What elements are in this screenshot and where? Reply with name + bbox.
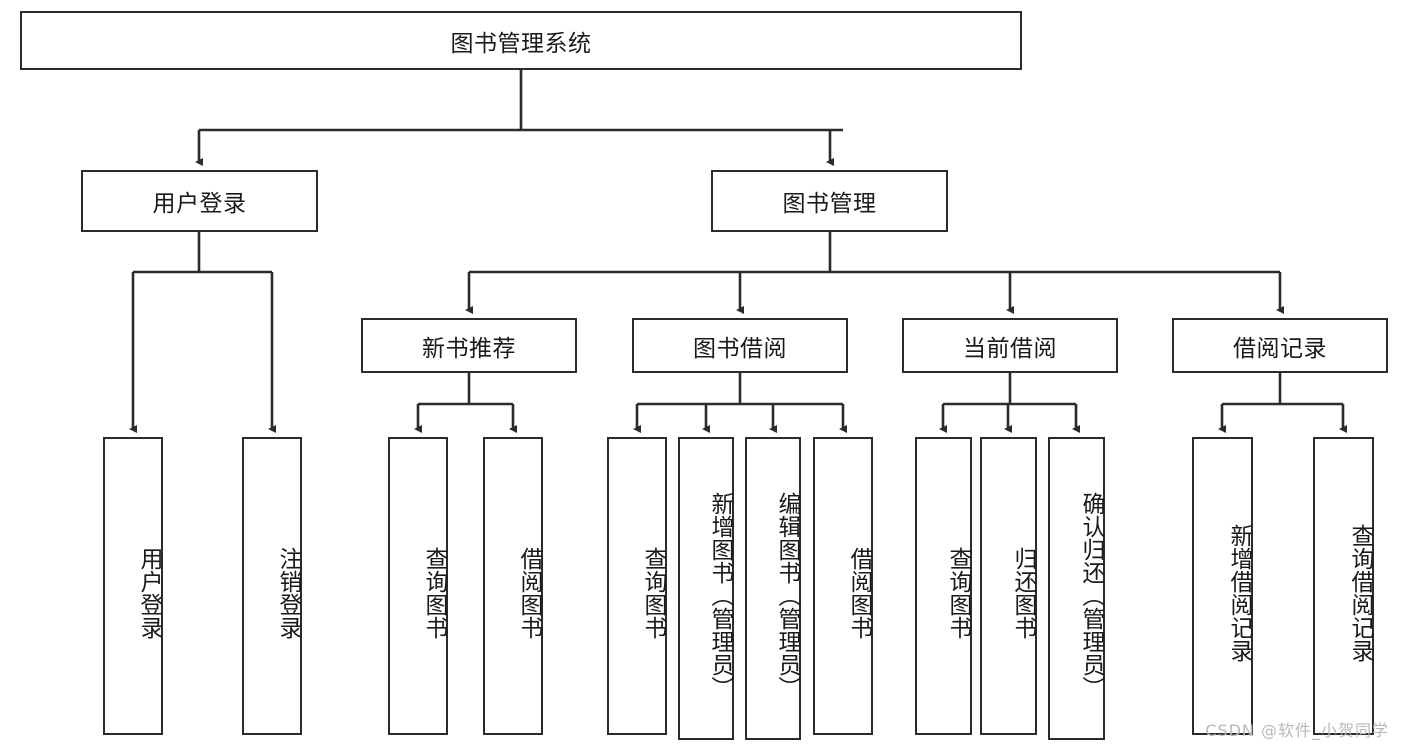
node-new-book-recommend-label: 新书推荐 — [422, 335, 516, 362]
leaf-query-book-recommend[interactable]: 查询图书 — [388, 437, 448, 735]
node-book-borrow-label: 图书借阅 — [693, 335, 787, 362]
leaf-borrow-book-recommend[interactable]: 借阅图书 — [483, 437, 543, 735]
node-book-management[interactable]: 图书管理 — [711, 170, 948, 232]
leaf-user-login-label: 用户登录 — [136, 547, 162, 639]
leaf-add-borrow-record[interactable]: 新增借阅记录 — [1192, 437, 1253, 735]
node-root[interactable]: 图书管理系统 — [20, 11, 1022, 70]
leaf-logout-label: 注销登录 — [275, 547, 301, 639]
leaf-edit-book-admin[interactable]: 编辑图书（管理员） — [745, 437, 801, 740]
leaf-add-book-admin-label: 新增图书（管理员） — [707, 492, 733, 699]
node-new-book-recommend[interactable]: 新书推荐 — [361, 318, 577, 373]
node-user-login-label: 用户登录 — [152, 191, 247, 217]
leaf-borrow-book[interactable]: 借阅图书 — [813, 437, 873, 735]
leaf-confirm-return-admin-label: 确认归还（管理员） — [1078, 492, 1104, 699]
leaf-query-book-recommend-label: 查询图书 — [421, 547, 447, 639]
leaf-confirm-return-admin[interactable]: 确认归还（管理员） — [1048, 437, 1105, 740]
leaf-borrow-book-recommend-label: 借阅图书 — [516, 547, 542, 639]
node-book-borrow[interactable]: 图书借阅 — [632, 318, 848, 373]
leaf-query-book-borrow[interactable]: 查询图书 — [607, 437, 667, 735]
node-user-login[interactable]: 用户登录 — [81, 170, 318, 232]
leaf-return-book[interactable]: 归还图书 — [980, 437, 1037, 735]
node-borrow-record[interactable]: 借阅记录 — [1172, 318, 1388, 373]
node-borrow-record-label: 借阅记录 — [1233, 335, 1327, 362]
node-current-borrow-label: 当前借阅 — [963, 335, 1057, 362]
leaf-edit-book-admin-label: 编辑图书（管理员） — [774, 492, 800, 699]
leaf-borrow-book-label: 借阅图书 — [846, 547, 872, 639]
leaf-add-book-admin[interactable]: 新增图书（管理员） — [678, 437, 734, 740]
node-root-label: 图书管理系统 — [450, 30, 592, 57]
leaf-return-book-label: 归还图书 — [1010, 547, 1036, 639]
leaf-query-borrow-record[interactable]: 查询借阅记录 — [1313, 437, 1374, 735]
leaf-logout[interactable]: 注销登录 — [242, 437, 302, 735]
leaf-query-book-current-label: 查询图书 — [945, 547, 971, 639]
leaf-user-login[interactable]: 用户登录 — [103, 437, 163, 735]
node-current-borrow[interactable]: 当前借阅 — [902, 318, 1118, 373]
leaf-query-borrow-record-label: 查询借阅记录 — [1347, 524, 1373, 662]
node-book-management-label: 图书管理 — [782, 191, 877, 217]
leaf-query-book-current[interactable]: 查询图书 — [915, 437, 972, 735]
leaf-add-borrow-record-label: 新增借阅记录 — [1226, 524, 1252, 662]
leaf-query-book-borrow-label: 查询图书 — [640, 547, 666, 639]
